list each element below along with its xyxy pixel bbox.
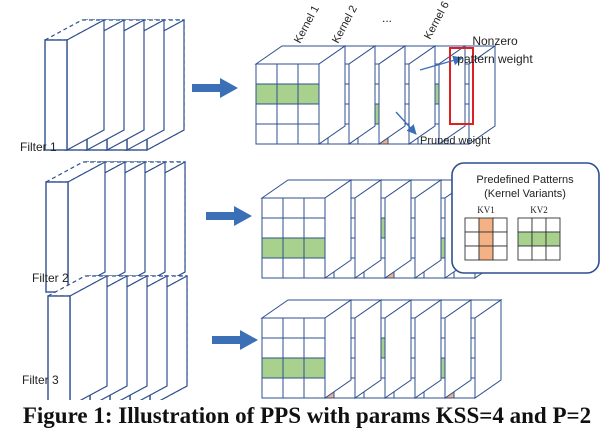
nonzero-weight-cell (303, 357, 326, 379)
pattern-cell (478, 217, 494, 233)
pattern-cell (464, 245, 480, 261)
pruned-weight-cell (276, 63, 299, 85)
pruned-weight-cell (261, 217, 284, 239)
pattern-cell (464, 231, 480, 247)
pruned-weight-cell (261, 377, 284, 399)
filter-2-stack (45, 160, 186, 294)
pruned-weight-cell (297, 63, 320, 85)
pruned-weight-cell (282, 377, 305, 399)
nonzero-weight-cell (261, 237, 284, 259)
nonzero-weight-cell (282, 237, 305, 259)
arrows-layer (192, 78, 258, 350)
filters-layer (44, 18, 188, 400)
pruned-weight-cell (261, 317, 284, 339)
nonzero-pattern-highlight (449, 47, 474, 125)
pattern-cell (492, 231, 508, 247)
pruned-weight-cell (255, 103, 278, 125)
filter-slice (44, 39, 68, 151)
kernel-6-label: Kernel 6 (422, 0, 452, 41)
patterns-title-line1: Predefined Patterns (476, 174, 574, 186)
filter-slice (47, 295, 71, 400)
filter-3-stack (47, 274, 188, 400)
pattern-cell (545, 231, 561, 247)
kernel-2-label: Kernel 2 (330, 4, 360, 46)
pattern-cell (531, 245, 547, 261)
pruned-weight-cell (261, 337, 284, 359)
pps-diagram: Filter 1 Filter 2 Filter 3 Kernel 1 Kern… (20, 0, 600, 400)
pruned-weight-cell (303, 217, 326, 239)
kv1-pattern-grid (464, 217, 508, 261)
pattern-cell (545, 217, 561, 233)
kernel-row-1 (254, 45, 497, 145)
pruned-weight-cell (261, 197, 284, 219)
pattern-cell (492, 245, 508, 261)
nonzero-weight-cell (255, 83, 278, 105)
pattern-cell (478, 245, 494, 261)
kernel-row-3 (260, 299, 503, 399)
filter-1-label: Filter 1 (20, 140, 57, 154)
pattern-cell (492, 217, 508, 233)
pruned-weight-cell (303, 257, 326, 279)
pruned-weight-cell (282, 257, 305, 279)
pruned-weight-cell (255, 63, 278, 85)
kernels-layer (254, 45, 503, 399)
nonzero-weight-cell (276, 83, 299, 105)
pruned-weight-cell (282, 337, 305, 359)
kv1-label: KV1 (477, 205, 495, 215)
nonzero-annotation-arrow (419, 55, 463, 71)
patterns-title-line2: (Kernel Variants) (484, 188, 566, 200)
filter-1-stack (44, 18, 185, 152)
pruned-weight-cell (261, 257, 284, 279)
kernel-1-label: Kernel 1 (292, 4, 322, 46)
pruned-weight-cell (282, 317, 305, 339)
transform-arrow (206, 206, 252, 226)
pruned-weight-cell (282, 197, 305, 219)
pruned-weight-cell (303, 197, 326, 219)
pruned-weight-cell (303, 317, 326, 339)
transform-arrow (212, 330, 258, 350)
nonzero-weight-cell (282, 357, 305, 379)
kv2-pattern-grid (517, 217, 561, 261)
filter-3-label: Filter 3 (22, 373, 59, 387)
nonzero-label-line2: pattern weight (457, 52, 533, 66)
pruned-weight-cell (276, 123, 299, 145)
pruned-weight-cell (297, 123, 320, 145)
nonzero-weight-cell (297, 83, 320, 105)
pruned-weight-cell (255, 123, 278, 145)
pattern-cell (531, 231, 547, 247)
pattern-cell (478, 231, 494, 247)
pruned-weight-label: Pruned weight (420, 135, 490, 147)
pattern-cell (517, 231, 533, 247)
pruned-weight-cell (297, 103, 320, 125)
pruned-annotation-arrow (395, 111, 417, 135)
transform-arrow (192, 78, 238, 98)
kv2-label: KV2 (530, 205, 548, 215)
pattern-cell (517, 245, 533, 261)
pruned-weight-cell (282, 217, 305, 239)
pruned-weight-cell (303, 377, 326, 399)
filter-2-label: Filter 2 (32, 271, 69, 285)
nonzero-label-line1: Nonzero (472, 34, 518, 48)
pattern-cell (517, 217, 533, 233)
figure-caption: Figure 1: Illustration of PPS with param… (22, 403, 592, 428)
pattern-cell (545, 245, 561, 261)
pruned-weight-cell (276, 103, 299, 125)
kernel-dots-label: ... (382, 11, 392, 25)
pruned-weight-cell (303, 337, 326, 359)
pattern-cell (531, 217, 547, 233)
nonzero-weight-cell (303, 237, 326, 259)
nonzero-weight-cell (261, 357, 284, 379)
pattern-cell (464, 217, 480, 233)
